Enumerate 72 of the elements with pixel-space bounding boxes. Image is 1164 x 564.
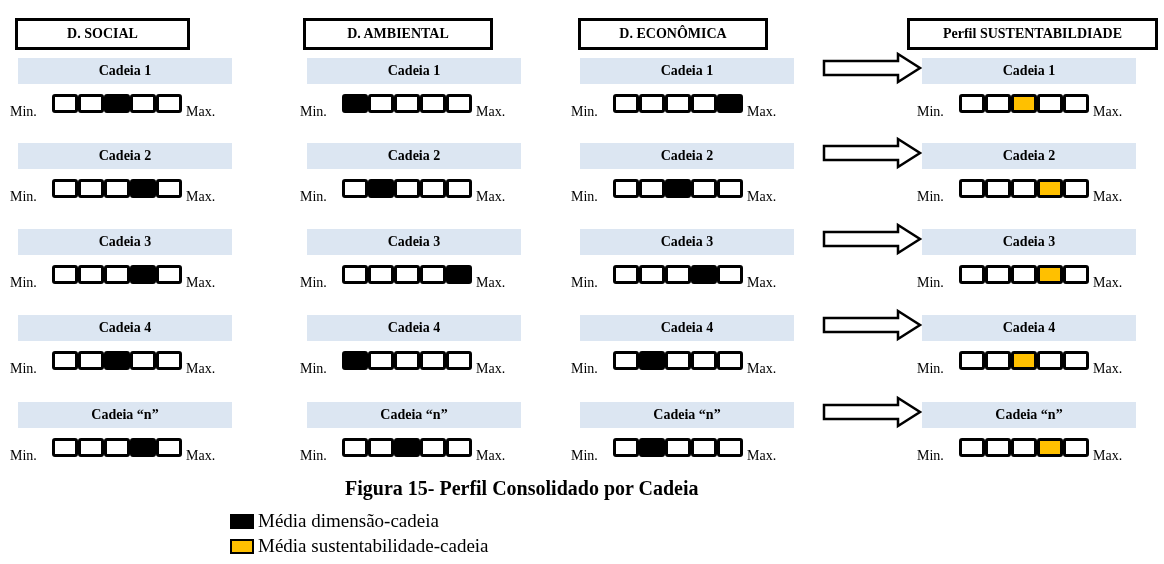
scale-end-label: Max.	[476, 361, 506, 377]
scale-end-label: Min.	[300, 361, 327, 377]
header-box: D. ECONÔMICA	[578, 18, 768, 50]
scale-end-label: Min.	[571, 189, 598, 205]
block-arrow	[822, 51, 923, 85]
scale-end-label: Min.	[917, 361, 944, 377]
scale-end-label: Max.	[476, 275, 506, 291]
scale-end-label: Min.	[300, 189, 327, 205]
chain-label-band: Cadeia 1	[18, 58, 232, 84]
chain-label-band: Cadeia 3	[307, 229, 521, 255]
scale-end-label: Min.	[571, 104, 598, 120]
chain-label-band: Cadeia 4	[307, 315, 521, 341]
scale-end-label: Max.	[476, 189, 506, 205]
scale-end-label: Max.	[747, 448, 777, 464]
scale-end-label: Max.	[1093, 189, 1123, 205]
header-box: D. SOCIAL	[15, 18, 190, 50]
scale-end-label: Min.	[10, 104, 37, 120]
chain-label-band: Cadeia 4	[922, 315, 1136, 341]
scale-end-label: Max.	[747, 189, 777, 205]
chain-label-band: Cadeia 1	[922, 58, 1136, 84]
chain-label-band: Cadeia 2	[580, 143, 794, 169]
chain-label-band: Cadeia 4	[18, 315, 232, 341]
scale-end-label: Max.	[747, 275, 777, 291]
scale-end-label: Min.	[917, 104, 944, 120]
chain-label-band: Cadeia 1	[580, 58, 794, 84]
scale-end-label: Min.	[917, 189, 944, 205]
chain-label-band: Cadeia 3	[580, 229, 794, 255]
scale-end-label: Max.	[1093, 275, 1123, 291]
scale-end-label: Min.	[300, 275, 327, 291]
scale-end-label: Min.	[10, 275, 37, 291]
scale-end-label: Max.	[747, 361, 777, 377]
scale-end-label: Min.	[917, 448, 944, 464]
block-arrow	[822, 395, 923, 429]
scale-end-label: Max.	[476, 104, 506, 120]
chain-label-band: Cadeia 1	[307, 58, 521, 84]
chain-label-band: Cadeia “n”	[307, 402, 521, 428]
chain-label-band: Cadeia 3	[922, 229, 1136, 255]
scale-end-label: Max.	[1093, 104, 1123, 120]
scale-end-label: Min.	[300, 448, 327, 464]
chain-label-band: Cadeia 2	[18, 143, 232, 169]
chain-label-band: Cadeia “n”	[18, 402, 232, 428]
legend-label: Média sustentabilidade-cadeia	[258, 535, 489, 557]
scale-end-label: Min.	[571, 361, 598, 377]
scale-end-label: Min.	[917, 275, 944, 291]
scale-end-label: Max.	[1093, 448, 1123, 464]
header-box: D. AMBIENTAL	[303, 18, 493, 50]
block-arrow	[822, 136, 923, 170]
block-arrow	[822, 308, 923, 342]
legend-label: Média dimensão-cadeia	[258, 510, 439, 532]
scale-end-label: Max.	[1093, 361, 1123, 377]
chain-label-band: Cadeia 3	[18, 229, 232, 255]
block-arrow	[822, 222, 923, 256]
scale-end-label: Max.	[186, 448, 216, 464]
scale-end-label: Max.	[186, 361, 216, 377]
scale-end-label: Min.	[300, 104, 327, 120]
scale-end-label: Max.	[476, 448, 506, 464]
scale-end-label: Min.	[10, 361, 37, 377]
scale-end-label: Max.	[747, 104, 777, 120]
scale-end-label: Max.	[186, 104, 216, 120]
chain-label-band: Cadeia 2	[922, 143, 1136, 169]
scale-end-label: Max.	[186, 189, 216, 205]
scale-end-label: Min.	[571, 448, 598, 464]
scale-end-label: Min.	[10, 189, 37, 205]
header-box: Perfil SUSTENTABILDIADE	[907, 18, 1158, 50]
figure-caption: Figura 15- Perfil Consolidado por Cadeia	[345, 477, 699, 500]
scale-end-label: Max.	[186, 275, 216, 291]
chain-label-band: Cadeia 2	[307, 143, 521, 169]
scale-end-label: Min.	[571, 275, 598, 291]
scale-end-label: Min.	[10, 448, 37, 464]
chain-label-band: Cadeia “n”	[580, 402, 794, 428]
chain-label-band: Cadeia “n”	[922, 402, 1136, 428]
chain-label-band: Cadeia 4	[580, 315, 794, 341]
